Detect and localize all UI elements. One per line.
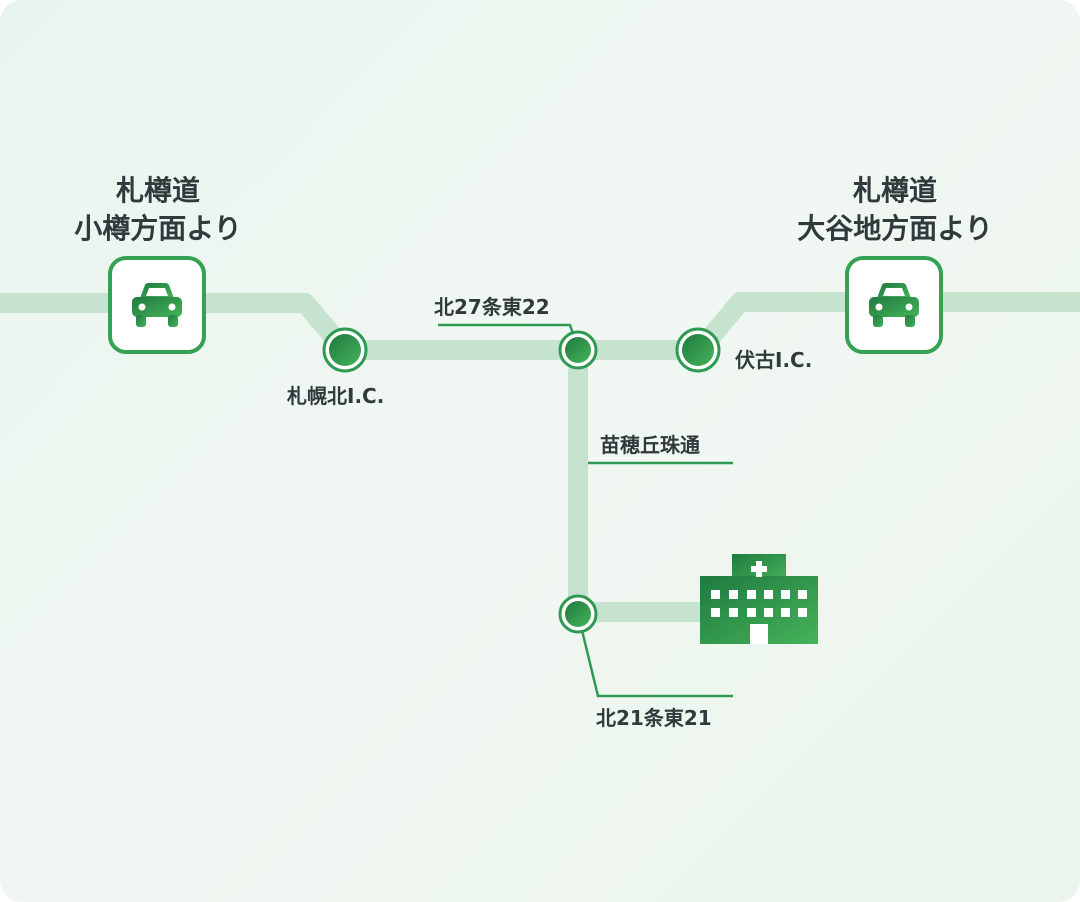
label-fushiko-ic: 伏古I.C. [735,348,813,372]
origin-otaru-line1: 札樽道 [115,174,201,207]
car-icon [869,283,919,327]
label-naebo-okadama-street: 苗穂丘珠通 [600,433,700,457]
label-kita21: 北21条東21 [596,706,712,730]
leader-kita21 [576,613,733,698]
hospital-icon [700,554,818,644]
origin-otani-title: 札樽道 大谷地方面より [797,172,992,248]
label-kita27: 北27条東22 [434,295,550,319]
origin-otani-line2: 大谷地方面より [797,212,993,245]
node-kita27 [558,330,598,370]
node-sapporo-kita-ic [322,327,368,373]
node-kita21 [558,594,598,634]
node-fushiko-ic [675,327,721,373]
origin-otani-line1: 札樽道 [852,174,938,207]
origin-otaru-car-box [108,256,206,354]
origin-otaru-line2: 小樽方面より [74,212,242,245]
origin-otani-car-box [845,256,943,354]
label-sapporo-kita-ic: 札幌北I.C. [287,384,385,408]
car-icon [132,283,182,327]
origin-otaru-title: 札樽道 小樽方面より [74,172,241,248]
